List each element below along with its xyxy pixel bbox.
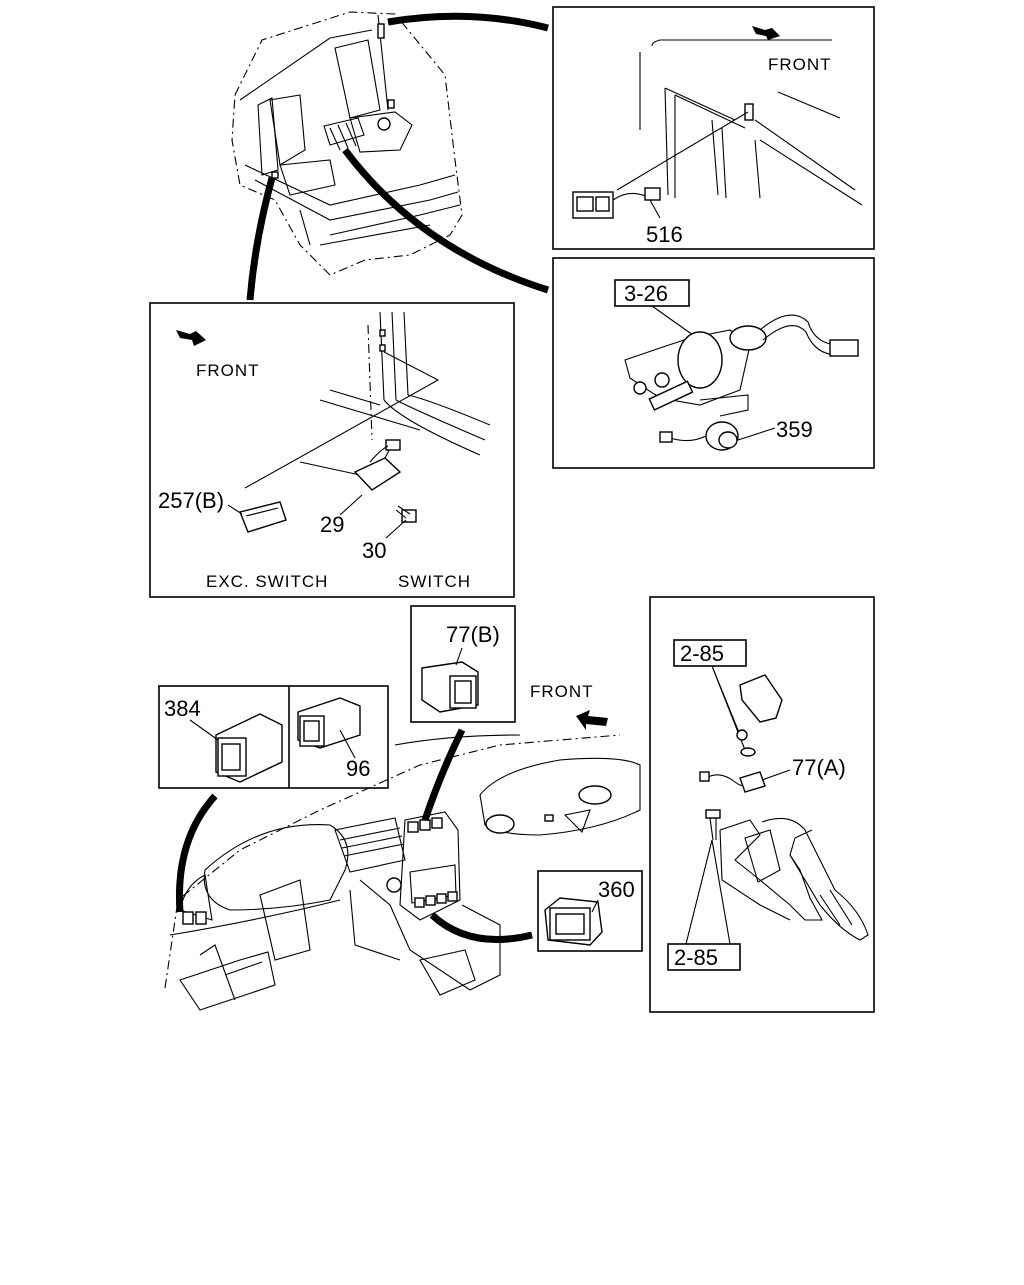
front-label-dash: FRONT <box>530 682 594 701</box>
inset-516: FRONT 516 <box>552 6 875 250</box>
lever-assembly <box>719 817 869 941</box>
front-arrow-left-inset-icon <box>176 330 206 346</box>
part-label-257b: 257(B) <box>158 488 224 513</box>
leader-to-inset-359 <box>342 147 550 294</box>
front-label-left-inset: FRONT <box>196 361 260 380</box>
vehicle-interior-view <box>231 11 463 276</box>
leader-to-inset-360 <box>429 912 533 943</box>
inset-77a: 2-85 77(A) 2-85 <box>649 596 875 1013</box>
screw-top <box>736 729 756 757</box>
part-label-77a: 77(A) <box>792 755 846 780</box>
inset-359: 3-26 359 <box>552 257 875 469</box>
part-label-360: 360 <box>598 877 635 902</box>
leader-to-inset-516 <box>387 12 549 32</box>
switch-384 <box>215 713 283 783</box>
bracket-29 <box>353 439 402 491</box>
part-label-30: 30 <box>362 538 386 563</box>
bolt-lower <box>705 809 721 841</box>
switch-516 <box>572 191 614 219</box>
part-label-96: 96 <box>346 756 370 781</box>
part-label-29: 29 <box>320 512 344 537</box>
switch-96 <box>297 697 361 749</box>
part-label-359: 359 <box>776 417 813 442</box>
switch-77b <box>421 661 479 713</box>
bolt-30 <box>395 505 417 523</box>
leader-to-inset-384 <box>175 793 218 913</box>
inset-384-96: 384 96 <box>158 685 389 789</box>
switch-360 <box>544 897 603 946</box>
inset-77b: 77(B) <box>410 605 516 723</box>
ref-label-3-26: 3-26 <box>624 281 668 306</box>
front-label-top-right: FRONT <box>768 55 832 74</box>
inset-257: FRONT 257(B) 29 30 EXC. SWITCH SWITCH <box>149 302 515 598</box>
ref-label-2-85-top: 2-85 <box>680 641 724 666</box>
leader-to-inset-77b <box>421 728 466 822</box>
switch-77a <box>699 771 766 793</box>
part-label-516: 516 <box>646 222 683 247</box>
caption-switch: SWITCH <box>398 572 471 591</box>
caption-exc-switch: EXC. SWITCH <box>206 572 328 591</box>
sensor-359 <box>659 421 739 451</box>
front-arrow-dash-icon <box>576 710 608 730</box>
cover-257b <box>239 501 287 533</box>
part-label-77b: 77(B) <box>446 622 500 647</box>
leader-to-inset-257 <box>246 177 276 301</box>
actuator-assembly <box>624 314 859 417</box>
front-arrow-top-right-icon <box>752 26 780 40</box>
part-label-384: 384 <box>164 696 201 721</box>
cover-piece <box>739 674 783 723</box>
ref-label-2-85-bottom: 2-85 <box>674 945 718 970</box>
inset-360: 360 <box>537 870 643 952</box>
